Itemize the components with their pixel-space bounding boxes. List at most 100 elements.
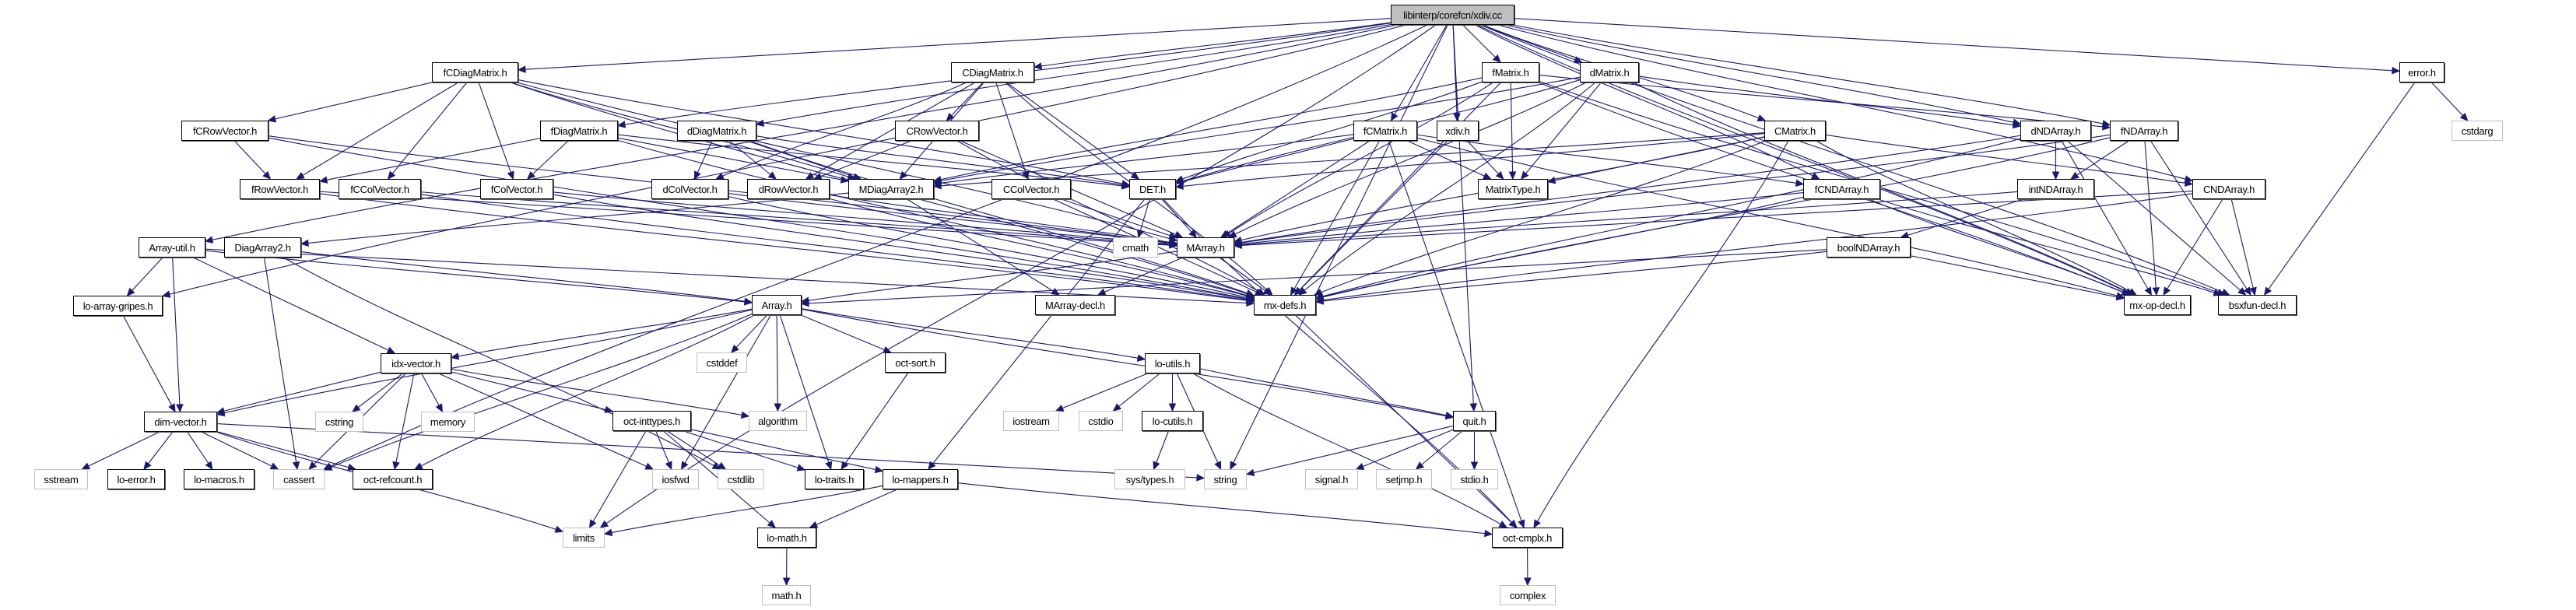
edge-dDiagMatrix-to-dRowVector [728,140,777,180]
edge-boolNDArray-to-mxOpDecl [1910,255,2125,299]
node-fmatrix[interactable]: fMatrix.h [1482,62,1539,82]
node-boolndarray[interactable]: boolNDArray.h [1827,237,1911,258]
node-mxopdecl[interactable]: mx-op-decl.h [2124,295,2191,315]
node-lotraits[interactable]: lo-traits.h [805,469,864,489]
node-cstdlib[interactable]: cstdlib [718,469,764,489]
node-octsort[interactable]: oct-sort.h [885,352,946,373]
arrowhead [1245,292,1255,300]
arrowhead [1136,229,1145,239]
edge-CNDArray-to-mxDefs [1315,193,2193,302]
node-loutils[interactable]: lo-utils.h [1145,353,1200,373]
node-ccolvector[interactable]: CColVector.h [991,179,1071,199]
node-fcolvector[interactable]: fColVector.h [480,179,553,199]
node-arrayutil[interactable]: Array-util.h [139,237,205,258]
node-matrixtype[interactable]: MatrixType.h [1478,179,1548,199]
arrowhead [1484,529,1493,538]
node-marraydecl[interactable]: MArray-decl.h [1035,295,1115,315]
arrowhead [2184,179,2194,187]
node-xdiv-h[interactable]: xdiv.h [1437,121,1479,141]
node-sstream[interactable]: sstream [34,469,88,489]
edge-fDiagMatrix-to-fRowVector [319,138,541,182]
node-frowvector[interactable]: fRowVector.h [240,179,320,199]
node-dcolvector[interactable]: dColVector.h [651,179,728,199]
edge-octInttypes-to-limits [589,430,647,528]
node-lomath[interactable]: lo-math.h [757,528,816,548]
node-cmath[interactable]: cmath [1113,237,1158,258]
node-cdiagmatrix[interactable]: CDiagMatrix.h [951,62,1034,82]
node-stdio[interactable]: stdio.h [1451,469,1498,489]
node-bsxfundecl[interactable]: bsxfun-decl.h [2218,295,2297,315]
edge-CMatrix-to-CNDArray [1825,134,2193,185]
edge-Array-to-iosfwd [681,314,771,470]
arrowhead [2459,112,2469,121]
node-octcmplx[interactable]: oct-cmplx.h [1492,528,1563,548]
node-idxvector[interactable]: idx-vector.h [381,353,451,373]
node-algorithm[interactable]: algorithm [749,411,807,431]
arrowhead [1121,181,1131,189]
node-fcmatrix[interactable]: fCMatrix.h [1353,121,1417,141]
node-dimvector[interactable]: dim-vector.h [144,412,217,432]
node-error[interactable]: error.h [2399,62,2444,82]
node-loerror[interactable]: lo-error.h [107,469,165,489]
node-setjmp[interactable]: setjmp.h [1376,469,1432,489]
edge-dimVector-to-octRefcount [216,431,356,470]
edge-DiagArray2-to-Array [300,251,753,303]
node-quit[interactable]: quit.h [1453,411,1496,431]
edge-fColVector-to-mxDefs [553,194,1255,301]
node-cstdio[interactable]: cstdio [1079,411,1123,431]
node-cstddef[interactable]: cstddef [697,352,747,373]
node-dmatrix[interactable]: dMatrix.h [1580,62,1639,82]
node-dndarray[interactable]: dNDArray.h [2020,121,2091,141]
node-lomappers[interactable]: lo-mappers.h [883,469,958,489]
node-intndarray[interactable]: intNDArray.h [2017,179,2094,199]
node-memory[interactable]: memory [421,412,475,432]
node-fcndarray[interactable]: fCNDArray.h [1803,179,1880,199]
node-cassert[interactable]: cassert [273,469,325,489]
node-fcdiagmatrix[interactable]: fCDiagMatrix.h [432,62,518,82]
node-systypes[interactable]: sys/types.h [1114,469,1185,489]
node-fcrowvector[interactable]: fCRowVector.h [181,121,268,141]
edge-CColVector-to-mxDefs [1053,198,1263,296]
node-fccolvector[interactable]: fCColVector.h [339,179,421,199]
node-complex[interactable]: complex [1500,585,1556,605]
node-locutils[interactable]: lo-cutils.h [1142,411,1203,431]
arrowhead [161,290,171,298]
node-cndarray[interactable]: CNDArray.h [2192,179,2265,199]
node-loarraygripes[interactable]: lo-array-gripes.h [73,296,163,316]
node-diagarray2[interactable]: DiagArray2.h [224,237,301,258]
node-fndarray[interactable]: fNDArray.h [2110,121,2178,141]
node-mathh[interactable]: math.h [762,585,811,605]
edge-xdiv_cc-to-error [1514,18,2400,72]
node-drowvector[interactable]: dRowVector.h [747,179,830,199]
node-string[interactable]: string [1204,469,1247,489]
edge-xdiv_cc-to-dDiagMatrix [756,23,1392,125]
node-lomacros[interactable]: lo-macros.h [184,469,254,489]
node-crowvector[interactable]: CRowVector.h [895,121,979,141]
edge-MArray-to-Array [801,251,1177,303]
arrowhead [665,461,672,471]
node-array[interactable]: Array.h [752,295,802,315]
node-iosfwd[interactable]: iosfwd [652,469,699,489]
node-cmatrix[interactable]: CMatrix.h [1764,121,1826,141]
node-octinttypes[interactable]: oct-inttypes.h [612,411,691,431]
arrowhead [2243,286,2251,296]
node-det[interactable]: DET.h [1129,179,1176,199]
node-cstdarg[interactable]: cstdarg [2451,121,2503,141]
node-fdiagmatrix[interactable]: fDiagMatrix.h [540,121,618,141]
node-xdiv-cc[interactable]: libinterp/corefcn/xdiv.cc [1391,5,1514,25]
node-mxdefs[interactable]: mx-defs.h [1254,295,1316,315]
edge-fMatrix-to-MArray [1223,82,1493,238]
node-ddiagmatrix[interactable]: dDiagMatrix.h [677,121,756,141]
node-signal[interactable]: signal.h [1305,469,1358,489]
node-octrefcount[interactable]: oct-refcount.h [353,469,433,489]
node-marray[interactable]: MArray.h [1177,237,1234,258]
edge-fNDArray-to-MArray [1234,134,2111,244]
node-mdiagarray2[interactable]: MDiagArray2.h [848,179,934,199]
node-iostream[interactable]: iostream [1003,411,1059,431]
arrowhead [2392,66,2401,75]
edge-error-to-cstdarg [2430,82,2469,121]
arrowhead [386,346,396,354]
arrowhead [1470,461,1479,471]
node-cstring[interactable]: cstring [315,412,363,432]
node-limits[interactable]: limits [563,528,605,548]
